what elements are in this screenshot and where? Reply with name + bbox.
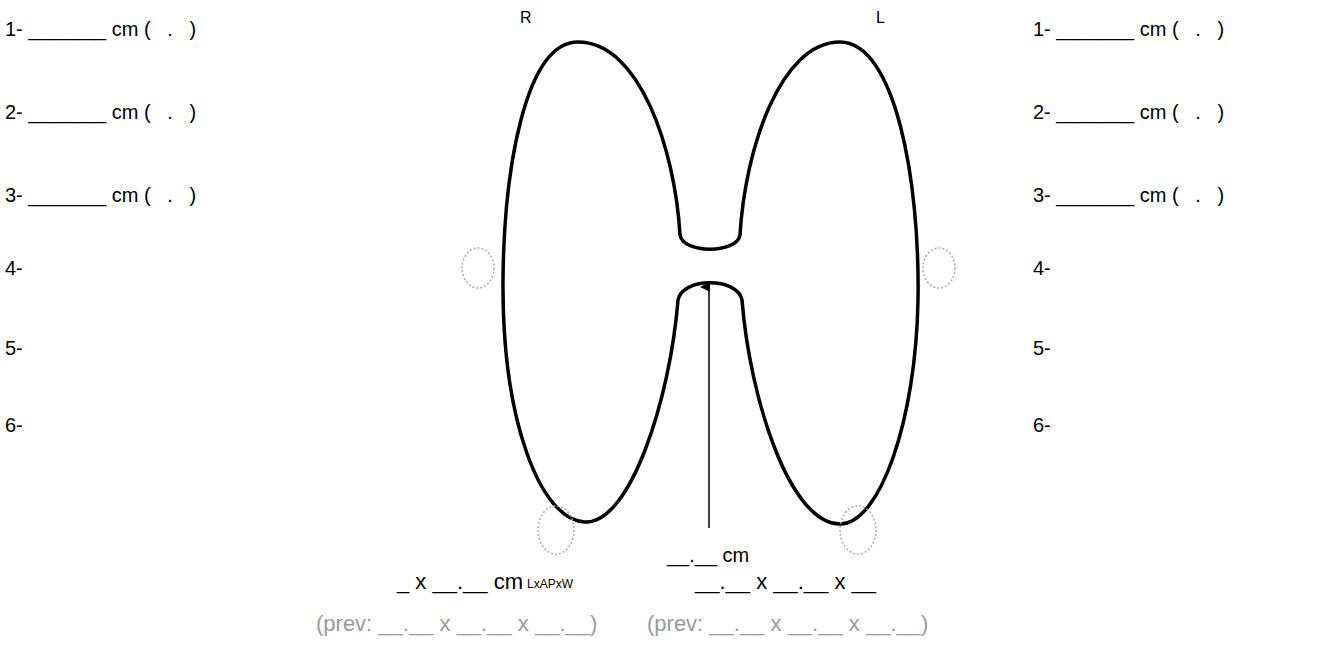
- nodule-row: 6-: [5, 413, 23, 437]
- lobe-measure: __.__ x __.__ x __: [695, 569, 876, 595]
- side-label: L: [876, 8, 885, 27]
- nodule-row: 1- _______ cm ( . ): [5, 17, 196, 41]
- nodule-row: 2- _______ cm ( . ): [5, 100, 196, 124]
- side-label: R: [520, 8, 532, 27]
- parathyroid-marker: [538, 506, 574, 554]
- nodule-row: 1- _______ cm ( . ): [1033, 17, 1224, 41]
- parathyroid-marker: [923, 248, 955, 288]
- isthmus-arrow: [708, 287, 710, 528]
- parathyroid-marker: [462, 248, 494, 288]
- previous-measure: (prev: __.__ x __.__ x __.__): [316, 611, 597, 637]
- isthmus-measure: __.__ cm: [667, 543, 749, 567]
- previous-measure: (prev: __.__ x __.__ x __.__): [647, 611, 928, 637]
- nodule-row: 5-: [5, 336, 23, 360]
- nodule-row: 4-: [5, 256, 23, 280]
- nodule-row: 6-: [1033, 413, 1051, 437]
- nodule-row: 3- _______ cm ( . ): [5, 183, 196, 207]
- nodule-row: 4-: [1033, 256, 1051, 280]
- nodule-row: 5-: [1033, 336, 1051, 360]
- lobe-measure: _ x __.__ cm: [397, 569, 523, 595]
- parathyroid-marker: [840, 506, 876, 554]
- thyroid-outline: [503, 42, 918, 524]
- dimension-order: LxAPxW: [527, 577, 573, 591]
- nodule-row: 3- _______ cm ( . ): [1033, 183, 1224, 207]
- nodule-row: 2- _______ cm ( . ): [1033, 100, 1224, 124]
